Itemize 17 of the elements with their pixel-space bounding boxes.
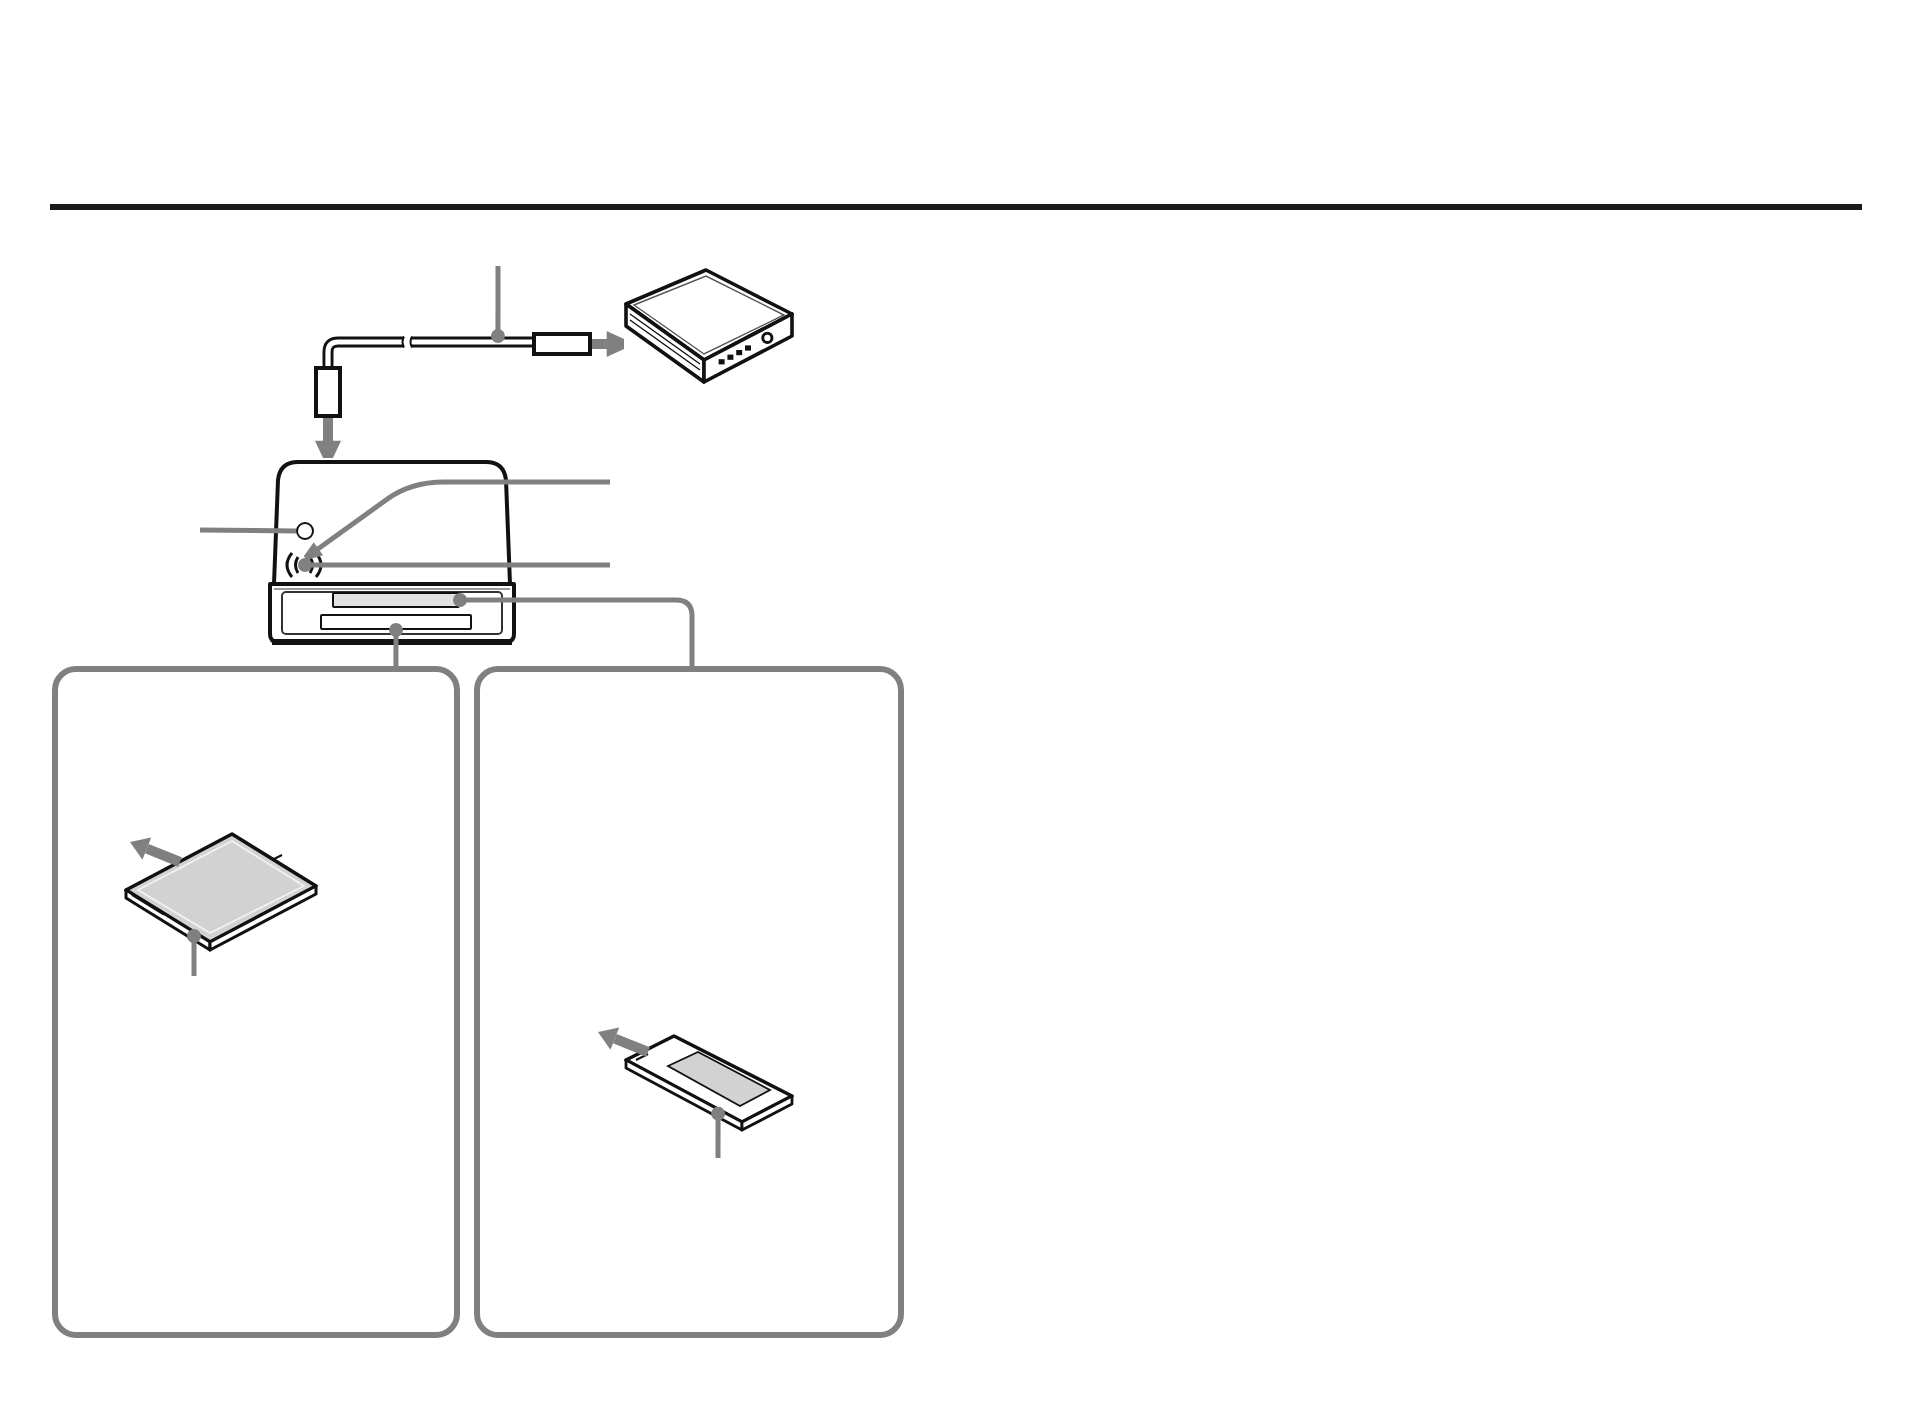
card-slot [320,614,472,630]
leader-line [199,527,297,534]
connector-line [389,623,403,666]
memory-card [120,830,320,954]
connector-line [453,593,695,666]
portable-device [624,266,796,386]
leader-line [711,1106,726,1158]
card-panel [52,666,460,1338]
card-reader [266,458,518,646]
card-slot [332,592,460,608]
memory-card [624,1032,796,1134]
leader-line [311,562,610,568]
leader-line [187,929,201,976]
leader-line [490,266,505,343]
card-panel [474,666,904,1338]
cable-plug [532,332,592,356]
cable-plug [314,366,342,418]
